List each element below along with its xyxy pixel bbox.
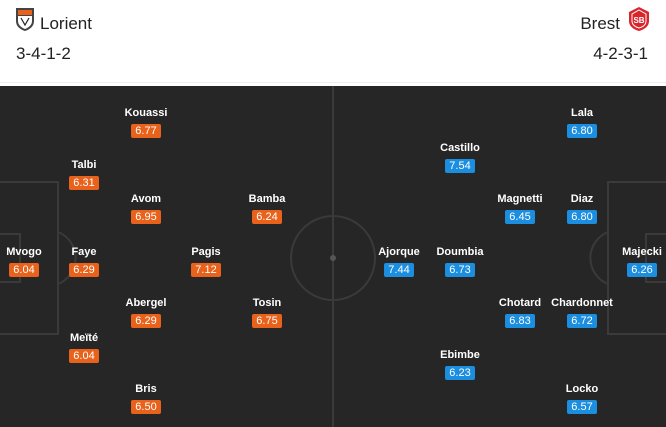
player-castillo[interactable]: Castillo 7.54: [415, 142, 505, 174]
player-name: Doumbia: [436, 246, 484, 258]
player-chardonnet[interactable]: Chardonnet 6.72: [537, 297, 627, 329]
player-rating: 6.95: [131, 210, 161, 224]
player-bamba[interactable]: Bamba 6.24: [222, 193, 312, 225]
player-name: Chardonnet: [551, 297, 613, 309]
player-rating: 6.80: [567, 210, 597, 224]
player-rating: 6.31: [69, 176, 99, 190]
player-faye[interactable]: Faye 6.29: [39, 246, 129, 278]
player-name: Lala: [570, 107, 593, 119]
player-abergel[interactable]: Abergel 6.29: [101, 297, 191, 329]
player-name: Bris: [135, 383, 157, 395]
player-name: Bamba: [248, 193, 286, 205]
player-rating: 6.75: [252, 314, 282, 328]
player-rating: 6.29: [69, 263, 99, 277]
player-name: Majecki: [622, 246, 662, 258]
player-avom[interactable]: Avom 6.95: [101, 193, 191, 225]
player-ajorque[interactable]: Ajorque 7.44: [354, 246, 444, 278]
player-name: Talbi: [71, 159, 97, 171]
player-mvogo[interactable]: Mvogo 6.04: [0, 246, 69, 278]
player-doumbia[interactable]: Doumbia 6.73: [415, 246, 505, 278]
player-rating: 6.26: [627, 263, 657, 277]
player-rating: 6.72: [567, 314, 597, 328]
player-name: Mvogo: [6, 246, 42, 258]
player-pagis[interactable]: Pagis 7.12: [161, 246, 251, 278]
player-talbi[interactable]: Talbi 6.31: [39, 159, 129, 191]
player-ebimbe[interactable]: Ebimbe 6.23: [415, 349, 505, 381]
player-name: Pagis: [191, 246, 221, 258]
player-name: Tosin: [252, 297, 282, 309]
player-name: Chotard: [498, 297, 542, 309]
player-rating: 6.83: [505, 314, 535, 328]
svg-text:SB: SB: [633, 16, 644, 25]
away-team-name[interactable]: Brest: [580, 14, 620, 33]
player-magnetti[interactable]: Magnetti 6.45: [475, 193, 565, 225]
player-bris[interactable]: Bris 6.50: [101, 383, 191, 415]
player-rating: 6.73: [445, 263, 475, 277]
player-tosin[interactable]: Tosin 6.75: [222, 297, 312, 329]
player-rating: 6.57: [567, 400, 597, 414]
player-name: Faye: [71, 246, 97, 258]
player-rating: 6.77: [131, 124, 161, 138]
player-kouassi[interactable]: Kouassi 6.77: [101, 107, 191, 139]
player-meite[interactable]: Meïté 6.04: [39, 332, 129, 364]
player-name: Meïté: [69, 332, 99, 344]
player-name: Diaz: [570, 193, 594, 205]
player-name: Ajorque: [378, 246, 420, 258]
player-name: Locko: [565, 383, 599, 395]
player-rating: 6.24: [252, 210, 282, 224]
pitch: Mvogo 6.04 Talbi 6.31 Faye 6.29 Meïté 6.…: [0, 86, 666, 427]
player-rating: 6.45: [505, 210, 535, 224]
player-rating: 7.12: [191, 263, 221, 277]
away-formation: 4-2-3-1: [593, 44, 648, 63]
player-name: Abergel: [125, 297, 167, 309]
brest-crest-icon: SB: [629, 7, 649, 31]
player-diaz[interactable]: Diaz 6.80: [537, 193, 627, 225]
player-rating: 6.04: [9, 263, 39, 277]
home-team-name[interactable]: Lorient: [40, 14, 92, 33]
player-name: Avom: [130, 193, 162, 205]
player-rating: 6.50: [131, 400, 161, 414]
player-name: Castillo: [440, 142, 480, 154]
player-name: Ebimbe: [440, 349, 480, 361]
match-header: Lorient 3-4-1-2 SB Brest 4-2-3-1: [0, 0, 666, 84]
player-name: Kouassi: [124, 107, 168, 119]
player-name: Magnetti: [497, 193, 543, 205]
player-rating: 7.44: [384, 263, 414, 277]
player-rating: 6.04: [69, 349, 99, 363]
header-divider: [0, 82, 666, 83]
player-rating: 6.29: [131, 314, 161, 328]
player-rating: 6.23: [445, 366, 475, 380]
player-lala[interactable]: Lala 6.80: [537, 107, 627, 139]
player-chotard[interactable]: Chotard 6.83: [475, 297, 565, 329]
home-formation: 3-4-1-2: [16, 44, 71, 63]
player-rating: 6.80: [567, 124, 597, 138]
pitch-markings: [0, 86, 666, 427]
player-majecki[interactable]: Majecki 6.26: [597, 246, 666, 278]
lorient-crest-icon: [16, 8, 34, 31]
player-locko[interactable]: Locko 6.57: [537, 383, 627, 415]
player-rating: 7.54: [445, 159, 475, 173]
